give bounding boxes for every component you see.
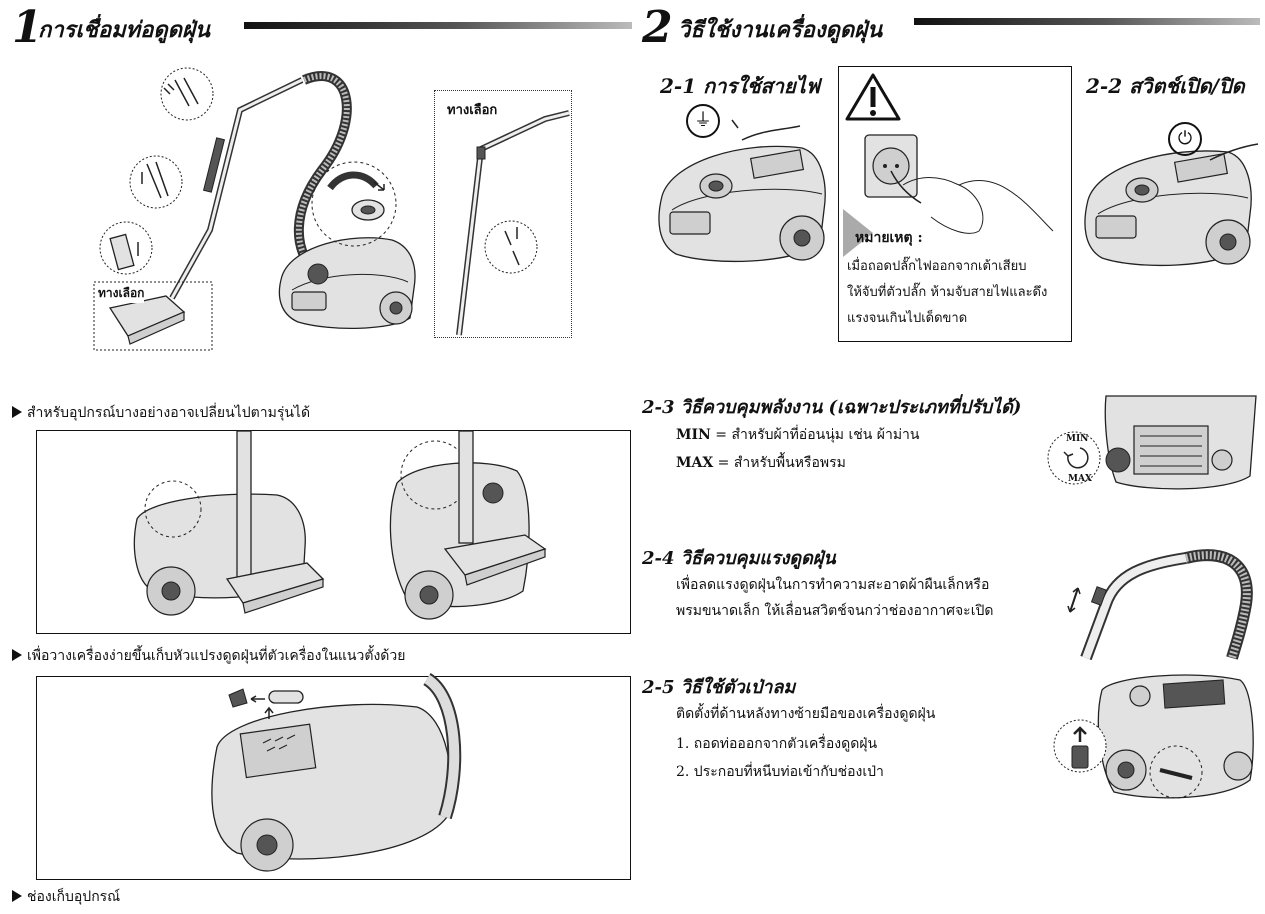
note-line-1: เมื่อถอดปลั๊กไฟออกจากเต้าเสียบ [847,259,1027,274]
switch-illustration: ⏻ [1080,116,1259,272]
s2-5-step-1: 1. ถอดท่อออกจากตัวเครื่องดูดฝุ่น [676,736,878,752]
pointer-triangle-icon [12,649,22,661]
s2-3-min-row: MIN = สำหรับผ้าที่อ่อนนุ่ม เช่น ผ้าม่าน [676,427,919,444]
caption-vertical-store-text: เพื่อวางเครื่องง่ายขึ้นเก็บหัวแปรงดูดฝุ่… [27,648,406,664]
cord-illustration: ⏚ [652,100,830,270]
max-text: = สำหรับพื้นหรือพรม [713,455,846,471]
caption-tool-storage-text: ช่องเก็บอุปกรณ์ [27,889,121,905]
max-key: MAX [676,455,714,471]
s2-4-line-2: พรมขนาดเล็ก ให้เลื่อนสวิตช์จนกว่าช่องอาก… [676,603,994,619]
storage-box-1 [36,430,631,634]
s2-5-intro: ติดตั้งที่ด้านหลังทางซ้ายมือของเครื่องดู… [676,706,936,722]
note-line-2: ให้จับที่ตัวปลั๊ก ห้ามจับสายไฟและดึง [847,285,1048,300]
s2-5-step-2: 2. ประกอบที่หนีบท่อเข้ากับช่องเป่า [676,764,884,780]
section1-number: 1 [12,2,43,53]
section1-title: การเชื่อมท่อดูดฝุ่น [38,17,210,43]
caption-tool-storage: ช่องเก็บอุปกรณ์ [12,886,120,908]
warning-box: หมายเหตุ : เมื่อถอดปลั๊กไฟออกจากเต้าเสีย… [838,66,1072,342]
section2-title: วิธีใช้งานเครื่องดูดฝุ่น [678,17,883,43]
pointer-triangle-icon [12,406,22,418]
suction-control-illustration [1066,544,1258,661]
optional-label-right: ทางเลือก [447,103,498,118]
s2-4-title: 2-4 วิธีควบคุมแรงดูดฝุ่น [642,548,836,569]
section2-number: 2 [642,2,673,53]
caption-accessories-text: สำหรับอุปกรณ์บางอย่างอาจเปลี่ยนไปตามรุ่น… [27,405,311,421]
hose-assembly-illustration: ทางเลือก [92,60,422,352]
caption-accessories: สำหรับอุปกรณ์บางอย่างอาจเปลี่ยนไปตามรุ่น… [12,402,310,424]
s2-1-title: 2-1 การใช้สายไฟ [660,74,820,98]
dial-min-label: MIN [1066,434,1089,444]
optional-tube-box: ทางเลือก [434,90,572,338]
s2-2-title: 2-2 สวิตช์เปิด/ปิด [1086,74,1245,98]
s2-5-title: 2-5 วิธีใช้ตัวเป่าลม [642,677,796,698]
s2-3-title: 2-3 วิธีควบคุมพลังงาน (เฉพาะประเภทที่ปรั… [642,397,1022,418]
caption-vertical-store: เพื่อวางเครื่องง่ายขึ้นเก็บหัวแปรงดูดฝุ่… [12,645,405,667]
blower-illustration [1044,670,1258,810]
s2-4-line-1: เพื่อลดแรงดูดฝุ่นในการทำความสะอาดผ้าผืนเ… [676,577,990,593]
min-key: MIN [676,427,711,443]
power-dial-illustration: MIN MAX [1046,395,1257,492]
section1-rule [244,22,632,29]
note-line-3: แรงจนเกินไปเด็ดขาด [847,311,968,326]
s2-3-max-row: MAX = สำหรับพื้นหรือพรม [676,455,846,472]
storage-box-2 [36,673,631,880]
section2-rule [914,18,1260,25]
plug-icon: ⏚ [686,104,720,138]
optional-label-left: ทางเลือก [98,284,145,303]
dial-max-label: MAX [1068,474,1092,484]
warning-icon [845,73,901,121]
section2-header: 2 วิธีใช้งานเครื่องดูดฝุ่น [642,6,1262,50]
power-icon: ⏻ [1168,122,1202,156]
section1-header: 1 การเชื่อมท่อดูดฝุ่น [12,6,632,50]
note-label: หมายเหตุ : [855,230,923,246]
pointer-triangle-icon [12,890,22,902]
min-text: = สำหรับผ้าที่อ่อนนุ่ม เช่น ผ้าม่าน [710,427,920,443]
